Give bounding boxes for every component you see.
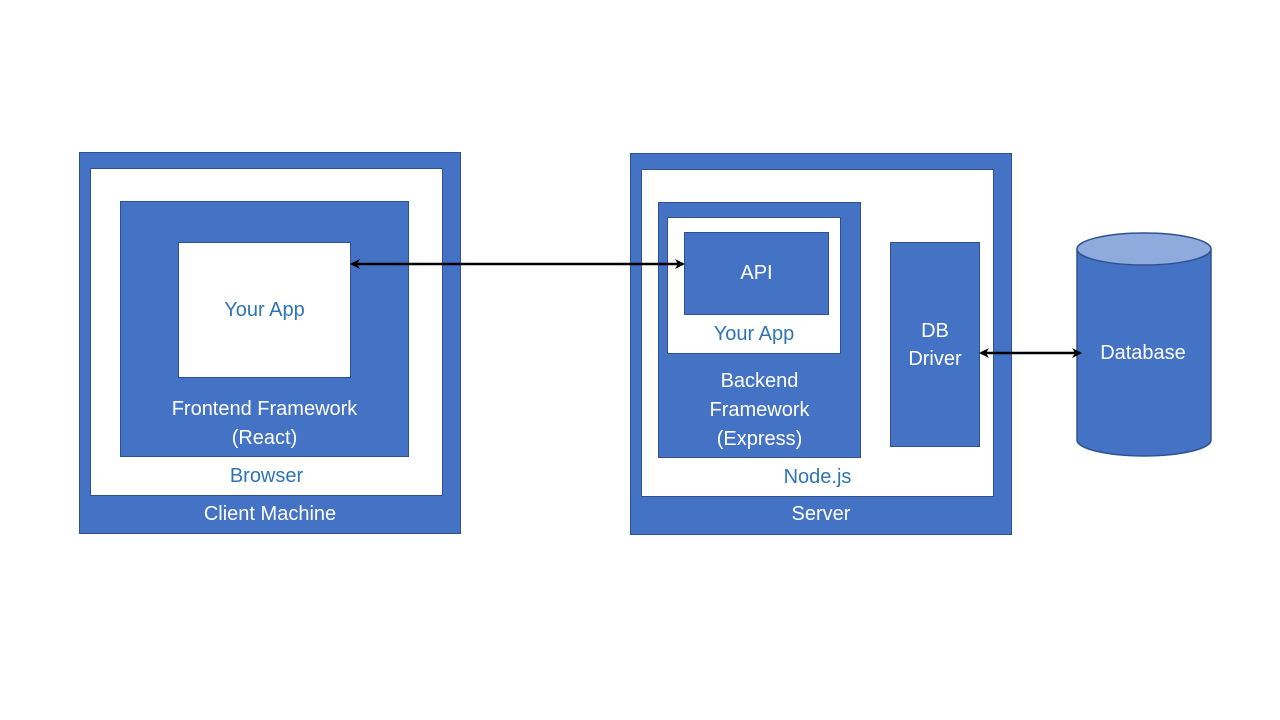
- frontend-framework-label: Frontend Framework (React): [121, 395, 408, 453]
- client-your-app-label: Your App: [224, 298, 305, 321]
- api-box: API: [684, 232, 829, 315]
- nodejs-label: Node.js: [783, 466, 852, 488]
- server-label: Server: [791, 503, 851, 525]
- database-cylinder: Database: [1076, 232, 1212, 457]
- browser-label: Browser: [229, 465, 304, 487]
- backend-framework-line2: Framework: [709, 399, 810, 421]
- backend-framework-line1: Backend: [720, 370, 799, 392]
- database-label: Database: [1100, 342, 1186, 364]
- db-driver-line2: Driver: [908, 347, 962, 370]
- db-driver-line1: DB: [921, 319, 949, 342]
- db-driver-box: DB Driver: [890, 242, 980, 447]
- client-your-app-box: Your App: [178, 242, 351, 378]
- backend-framework-line3: (Express): [716, 428, 803, 450]
- api-label: API: [740, 262, 773, 284]
- frontend-framework-line2: (React): [231, 427, 298, 449]
- frontend-framework-line1: Frontend Framework: [171, 398, 358, 420]
- client-machine-label: Client Machine: [203, 503, 337, 525]
- backend-framework-label: Backend Framework (Express): [659, 367, 860, 454]
- server-your-app-label: Your App: [713, 323, 795, 345]
- db-driver-label: DB Driver: [908, 317, 961, 373]
